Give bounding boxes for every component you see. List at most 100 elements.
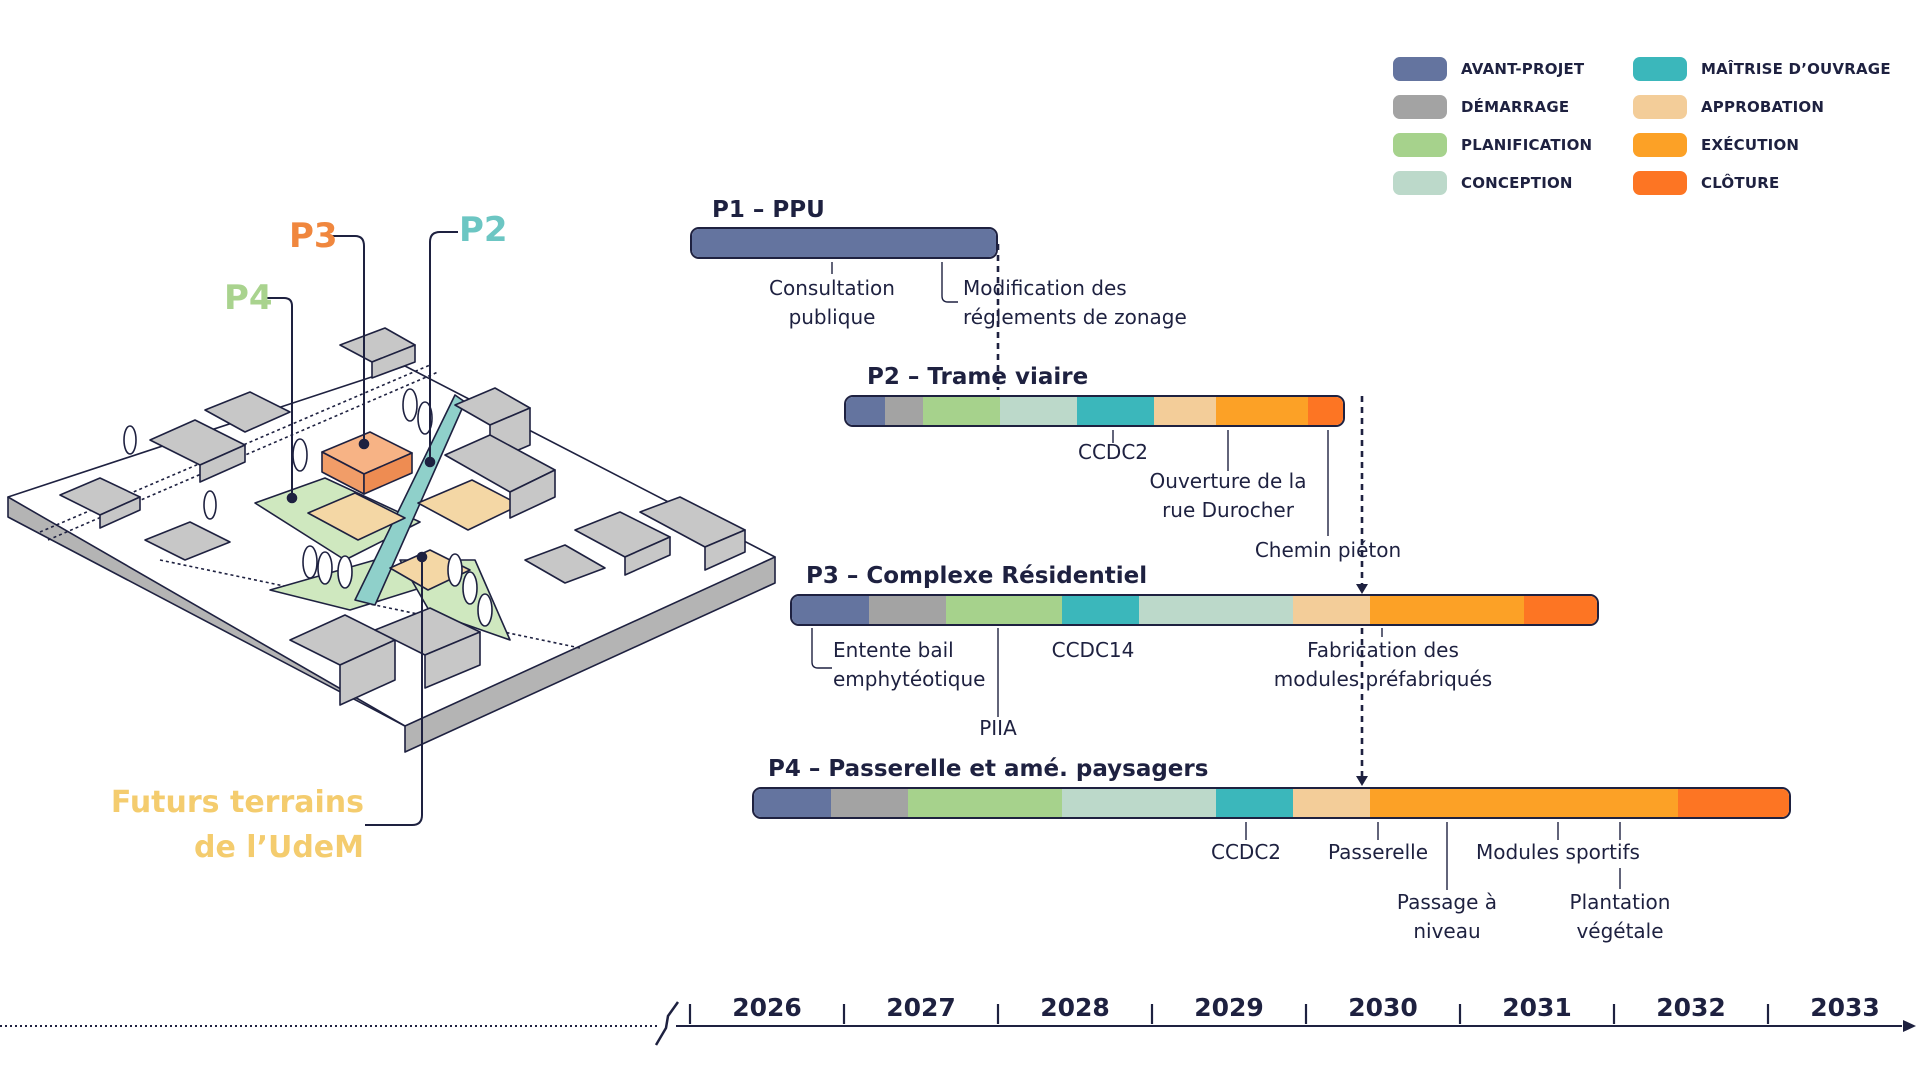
legend-swatch [1393, 95, 1447, 119]
annotation-p3-bail: Entente bail emphytéotique [833, 638, 986, 691]
legend-label: DÉMARRAGE [1461, 98, 1570, 116]
bar-segment-conception [1000, 397, 1077, 425]
site-map [7, 231, 776, 826]
bar-segment-demarrage [869, 596, 947, 624]
year-label: 2027 [886, 993, 956, 1022]
arrow-head [1356, 776, 1368, 786]
bar-segment-planification [923, 397, 1000, 425]
bar-segment-maitrise-ouvrage [1215, 789, 1293, 817]
legend-item-conception: CONCEPTION [1393, 170, 1573, 196]
bar-segment-avant-projet [792, 596, 870, 624]
p2-map-label: P2 [459, 210, 508, 250]
phase-bar-p1 [690, 227, 998, 259]
bar-segment-execution [1369, 789, 1678, 817]
p3-block-front [363, 452, 413, 495]
annotation-p2-chemin: Chemin piéton [1254, 538, 1402, 562]
year-label: 2033 [1810, 993, 1880, 1022]
legend-item-execution: EXÉCUTION [1633, 132, 1799, 158]
p4-map-label: P4 [224, 278, 273, 318]
bar-segment-approbation [1292, 789, 1370, 817]
leader-dot [416, 551, 428, 563]
tree [123, 425, 137, 455]
legend-swatch [1393, 171, 1447, 195]
bar-segment-execution [1369, 596, 1524, 624]
udem-map-label: Futurs terrains de l’UdeM [110, 785, 364, 865]
annotation-leader [941, 262, 958, 303]
tree [337, 555, 353, 589]
legend-item-cloture: CLÔTURE [1633, 170, 1779, 196]
legend-label: APPROBATION [1701, 98, 1825, 116]
year-label: 2029 [1194, 993, 1264, 1022]
legend-item-approbation: APPROBATION [1633, 94, 1824, 120]
phase-bar-p2 [844, 395, 1345, 427]
annotation-p3-ccdc14: CCDC14 [1051, 638, 1135, 662]
legend-swatch [1393, 133, 1447, 157]
tree [477, 593, 493, 627]
p3-map-label: P3 [289, 216, 338, 256]
year-label: 2032 [1656, 993, 1726, 1022]
p4-leader-line [266, 297, 293, 498]
annotation-p4-plantation: Plantation végétale [1569, 890, 1671, 943]
legend: AVANT-PROJET DÉMARRAGE PLANIFICATION CON… [1393, 56, 1903, 206]
bar-segment-planification [907, 789, 1062, 817]
bar-segment-avant-projet [753, 789, 831, 817]
building [199, 444, 246, 483]
phase-title-p3: P3 – Complexe Résidentiel [806, 563, 1148, 589]
tree [462, 571, 478, 605]
bar-segment-planification [946, 596, 1062, 624]
bar-segment-cloture [1677, 789, 1790, 817]
legend-item-maitrise-ouvrage: MAÎTRISE D’OUVRAGE [1633, 56, 1891, 82]
bar-segment-cloture [1307, 397, 1343, 425]
leader-dot [286, 492, 298, 504]
leader-dot [358, 438, 370, 450]
annotation-p4-modules: Modules sportifs [1476, 840, 1640, 864]
building [144, 521, 231, 561]
annotation-p2-durocher: Ouverture de la rue Durocher [1149, 469, 1307, 522]
tree [302, 545, 318, 579]
year-label: 2030 [1348, 993, 1418, 1022]
phase-bar-p3 [790, 594, 1599, 626]
phase-title-p2: P2 – Trame viaire [867, 364, 1089, 390]
annotation-p4-ccdc2: CCDC2 [1210, 840, 1282, 864]
legend-label: AVANT-PROJET [1461, 60, 1585, 78]
bar-segment-conception [1061, 789, 1216, 817]
building [99, 496, 141, 529]
timeline-arrow-head [1903, 1020, 1916, 1032]
legend-swatch [1393, 57, 1447, 81]
legend-swatch [1633, 57, 1687, 81]
tree [203, 490, 217, 520]
building [524, 544, 606, 584]
bar-segment-demarrage [830, 789, 908, 817]
legend-item-demarrage: DÉMARRAGE [1393, 94, 1569, 120]
year-label: 2026 [732, 993, 802, 1022]
bar-segment-maitrise-ouvrage [1077, 397, 1154, 425]
bar-segment-avant-projet [846, 397, 885, 425]
annotation-p2-ccdc2: CCDC2 [1077, 440, 1149, 464]
p2-street-strip [354, 394, 466, 606]
leader-dot [424, 456, 436, 468]
legend-item-planification: PLANIFICATION [1393, 132, 1592, 158]
building [371, 344, 416, 379]
building [339, 639, 396, 706]
axis-break-icon [654, 1001, 680, 1046]
legend-label: CONCEPTION [1461, 174, 1573, 192]
phase-title-p1: P1 – PPU [712, 197, 825, 223]
phase-title-p4: P4 – Passerelle et amé. paysagers [768, 756, 1209, 782]
arrow-head [1356, 584, 1368, 594]
bar-segment-maitrise-ouvrage [1061, 596, 1139, 624]
year-label: 2028 [1040, 993, 1110, 1022]
bar-segment-conception [1138, 596, 1293, 624]
bar-segment-approbation [1292, 596, 1370, 624]
annotation-p3-fabrication: Fabrication des modules préfabriqués [1273, 638, 1493, 691]
legend-label: EXÉCUTION [1701, 136, 1800, 154]
tree [417, 401, 433, 435]
annotation-p1-zonage: Modification des réglements de zonage [963, 276, 1187, 329]
legend-swatch [1633, 133, 1687, 157]
legend-swatch [1633, 171, 1687, 195]
bar-segment-execution [1215, 397, 1308, 425]
legend-item-avant-projet: AVANT-PROJET [1393, 56, 1584, 82]
legend-label: MAÎTRISE D’OUVRAGE [1701, 60, 1891, 78]
udem-lot [307, 492, 406, 541]
bar-segment-avant-projet [692, 229, 996, 257]
